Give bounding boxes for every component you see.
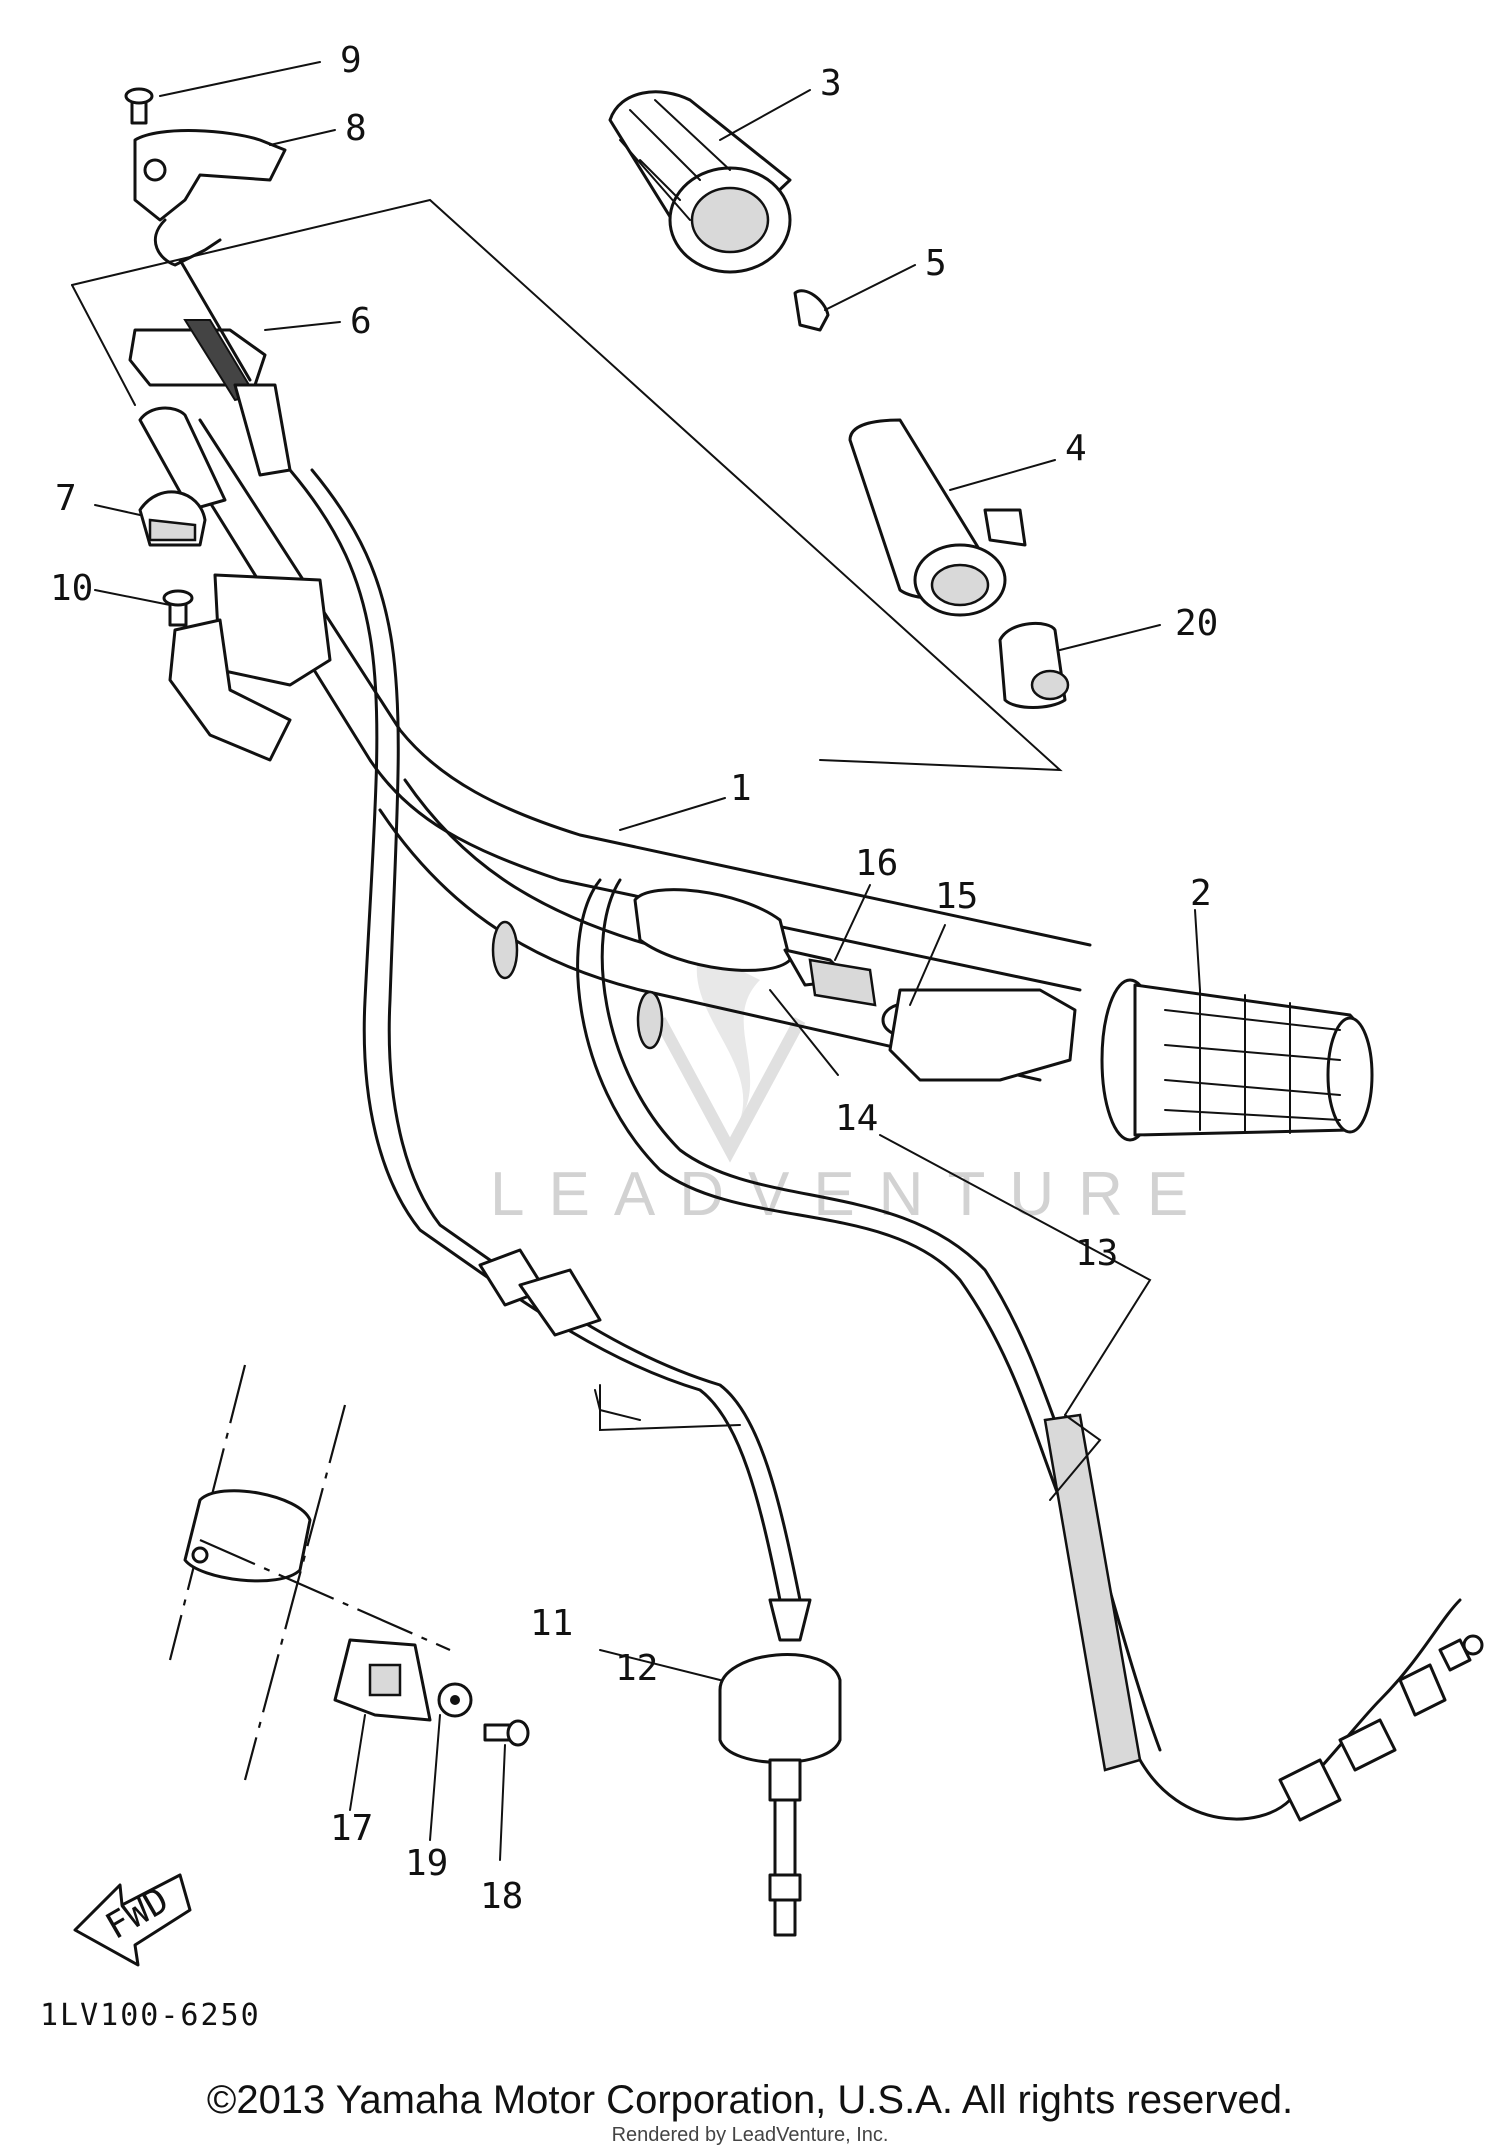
part-14-cable-boot (633, 888, 792, 972)
callout-8: 8 (345, 108, 367, 149)
callout-15: 15 (935, 876, 978, 917)
right-lever-bracket (888, 988, 1077, 1082)
callout-6: 6 (350, 301, 372, 342)
part-10-bolt (162, 589, 194, 627)
part-8-cover (133, 129, 287, 222)
forward-arrow-icon: FWD (73, 1873, 192, 1967)
part-3-grip (608, 90, 792, 274)
callout-3: 3 (820, 63, 842, 104)
handlebar (138, 406, 1092, 1082)
callout-13: 13 (1075, 1233, 1118, 1274)
throttle-cable (153, 218, 842, 1937)
watermark-text: LEADVENTURE (490, 1160, 1212, 1229)
kit-outline (71, 198, 1063, 772)
leadventure-watermark: LEADVENTURE (490, 950, 1212, 1229)
callout-1: 1 (730, 768, 752, 809)
callout-11: 11 (530, 1603, 573, 1644)
callout-7: 7 (55, 478, 77, 519)
callout-2: 2 (1190, 873, 1212, 914)
cable-13 (576, 878, 1484, 1822)
callout-9: 9 (340, 40, 362, 81)
callout-18: 18 (480, 1876, 523, 1917)
part-4-throttle-grip (848, 418, 1027, 617)
part-9-screw (124, 87, 154, 125)
callout-17: 17 (330, 1808, 373, 1849)
part-7-holder (138, 490, 207, 547)
copyright-notice: ©2013 Yamaha Motor Corporation, U.S.A. A… (206, 2078, 1294, 2122)
callout-4: 4 (1065, 428, 1087, 469)
callout-19: 19 (405, 1843, 448, 1884)
part-16-adjuster (783, 948, 877, 1007)
callout-16: 16 (855, 843, 898, 884)
callout-12: 12 (615, 1648, 658, 1689)
rendered-by: Rendered by LeadVenture, Inc. (611, 2124, 889, 2146)
callout-20: 20 (1175, 603, 1218, 644)
callout-14: 14 (835, 1098, 878, 1139)
part-5-bushing (793, 289, 830, 332)
part-19-washer (437, 1682, 473, 1718)
leader-lines (94, 61, 1201, 1861)
part-2-grip (1100, 978, 1374, 1142)
part-6-throttle-housing (128, 319, 267, 402)
part-17-clamp (333, 1638, 432, 1722)
callout-10: 10 (50, 568, 93, 609)
left-switch-housing (168, 573, 332, 762)
part-18-bolt (483, 1719, 530, 1747)
callout-labels: 9 8 3 5 6 4 7 10 20 1 16 15 2 14 13 11 1… (50, 40, 1218, 1917)
drawing-code: 1LV100-6250 (40, 1998, 261, 2033)
part-20-sleeve (998, 621, 1070, 709)
callout-5: 5 (925, 243, 947, 284)
kit-outline-left (71, 284, 136, 406)
fork-tube (168, 1364, 451, 1781)
